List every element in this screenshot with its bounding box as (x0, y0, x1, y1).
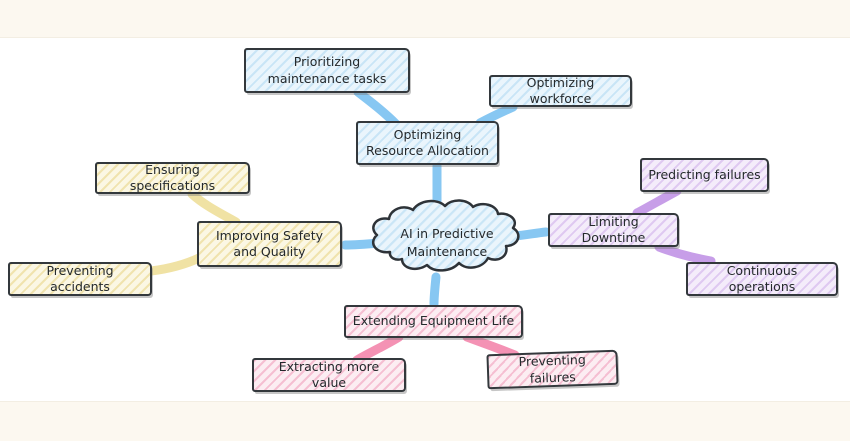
bottom-margin-band (0, 401, 850, 441)
node-label: Extending Equipment Life (352, 313, 515, 329)
node-ensuring-specifications: Ensuring specifications (95, 162, 250, 194)
node-label: Optimizing workforce (526, 74, 595, 106)
edge-optimizing-resource-allocation-prioritizing-maintenance-tasks (353, 87, 401, 129)
edge-root-extending-equipment-life (429, 272, 441, 309)
top-margin-band (0, 0, 850, 38)
node-extending-equipment-life: Extending Equipment Life (344, 305, 523, 338)
node-root-label: AI in Predictive Maintenance (400, 225, 494, 259)
edge-root-limiting-downtime (510, 227, 551, 241)
node-prioritizing-maintenance-tasks: Prioritizing maintenance tasks (244, 48, 410, 93)
edge-improving-safety-and-quality-preventing-accidents (146, 253, 204, 276)
node-label: Ensuring specifications (129, 161, 216, 193)
edge-extending-equipment-life-extracting-more-value (352, 332, 404, 365)
edge-limiting-downtime-predicting-failures (632, 186, 682, 218)
root-cloud-shape (372, 199, 520, 272)
edge-extending-equipment-life-preventing-failures (462, 332, 520, 360)
node-optimizing-resource-allocation: Optimizing Resource Allocation (356, 121, 499, 165)
node-extracting-more-value: Extracting more value (252, 358, 406, 392)
node-label: Improving Safety and Quality (216, 227, 323, 259)
node-continuous-operations: Continuous operations (686, 262, 838, 296)
edge-improving-safety-and-quality-ensuring-specifications (187, 189, 241, 227)
node-limiting-downtime: Limiting Downtime (548, 213, 679, 247)
node-predicting-failures: Predicting failures (640, 158, 769, 192)
node-label: Optimizing Resource Allocation (366, 126, 489, 158)
node-improving-safety-and-quality: Improving Safety and Quality (197, 221, 342, 267)
node-root: AI in Predictive Maintenance (386, 221, 508, 265)
node-optimizing-workforce: Optimizing workforce (489, 75, 632, 107)
node-label: Limiting Downtime (581, 213, 646, 245)
node-preventing-failures: Preventing failures (486, 349, 619, 390)
edge-limiting-downtime-continuous-operations (654, 242, 716, 266)
node-label: Continuous operations (726, 262, 798, 294)
node-label: Predicting failures (648, 166, 761, 182)
node-preventing-accidents: Preventing accidents (8, 262, 152, 296)
node-label: Prioritizing maintenance tasks (267, 54, 387, 86)
node-label: Extracting more value (278, 358, 380, 390)
node-label: Preventing failures (518, 352, 586, 386)
node-label: Preventing accidents (46, 262, 114, 294)
